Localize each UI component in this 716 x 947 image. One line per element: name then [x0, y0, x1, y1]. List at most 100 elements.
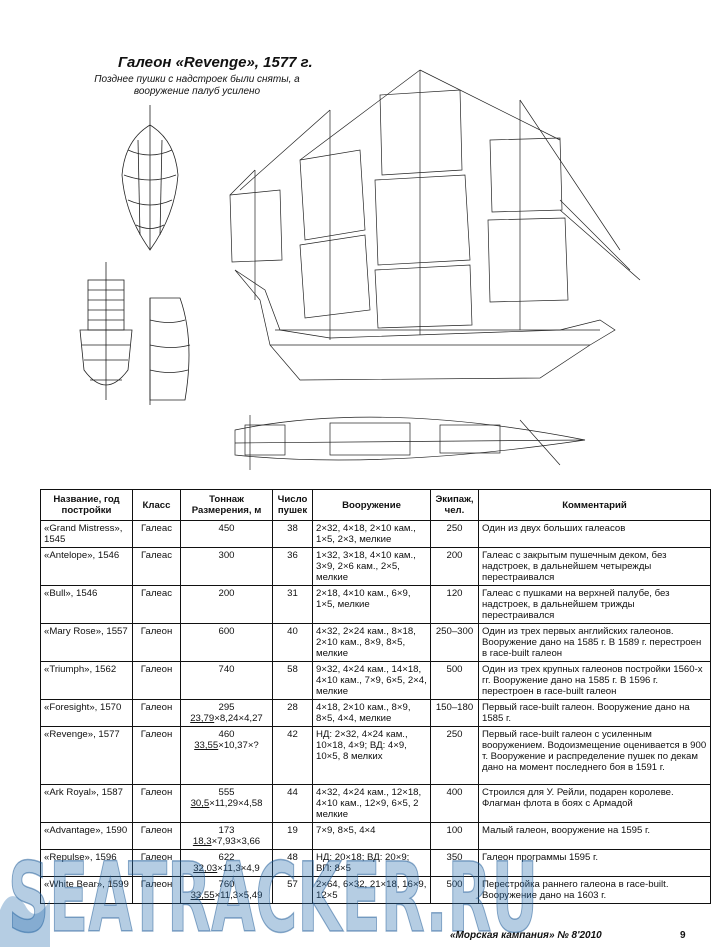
- page-title: Галеон «Revenge», 1577 г.: [118, 54, 313, 71]
- tonnage-value: 173: [218, 825, 235, 836]
- svg-text:SEATRACKER.RU: SEATRACKER.RU: [8, 855, 538, 947]
- cell-class: Галеон: [132, 699, 181, 727]
- cell-tonnage: 450: [180, 520, 273, 548]
- cell-guns: 48: [272, 849, 313, 877]
- header-comment: Комментарий: [478, 489, 711, 521]
- cell-tonnage: 300: [180, 547, 273, 586]
- cell-crew: 400: [430, 784, 479, 823]
- cell-tonnage: 200: [180, 585, 273, 624]
- cell-name: «Revenge», 1577: [40, 726, 133, 785]
- dimensions-value: 23,79×8,24×4,27: [190, 713, 263, 724]
- cell-comment: Один из трех крупных галеонов постройки …: [478, 661, 711, 700]
- cell-name: «White Bear», 1599: [40, 876, 133, 904]
- cell-comment: Первый race-built галеон с усиленным воо…: [478, 726, 711, 785]
- cell-comment: Один из двух больших галеасов: [478, 520, 711, 548]
- cell-comment: Галеас с пушками на верхней палубе, без …: [478, 585, 711, 624]
- cell-armament: 9×32, 4×24 кам., 14×18, 4×10 кам., 7×9, …: [312, 661, 431, 700]
- cell-name: «Antelope», 1546: [40, 547, 133, 586]
- dimensions-value: 33,55×11,3×5,49: [190, 890, 263, 901]
- cell-class: Галеас: [132, 547, 181, 586]
- tonnage-value: 622: [218, 852, 235, 863]
- header-crew: Экипаж, чел.: [430, 489, 479, 521]
- cell-name: «Ark Royal», 1587: [40, 784, 133, 823]
- cell-crew: 500: [430, 661, 479, 700]
- cell-class: Галеон: [132, 822, 181, 850]
- cell-comment: Первый race-built галеон. Вооружение дан…: [478, 699, 711, 727]
- watermark-logo: SEATRACKER.RU: [0, 855, 539, 947]
- cell-crew: 250–300: [430, 623, 479, 662]
- cell-crew: 200: [430, 547, 479, 586]
- ship-profile-drawing: [229, 69, 641, 381]
- cell-name: «Advantage», 1590: [40, 822, 133, 850]
- cell-tonnage: 740: [180, 661, 273, 700]
- cell-crew: 120: [430, 585, 479, 624]
- dimensions-value: 33,55×10,37×?: [194, 740, 259, 751]
- cell-crew: 250: [430, 726, 479, 785]
- header-class: Класс: [132, 489, 181, 521]
- cell-armament: 2×32, 4×18, 2×10 кам., 1×5, 2×3, мелкие: [312, 520, 431, 548]
- header-armament: Вооружение: [312, 489, 431, 521]
- cell-guns: 42: [272, 726, 313, 785]
- cell-class: Галеас: [132, 585, 181, 624]
- cell-comment: Галеас с закрытым пушечным деком, без на…: [478, 547, 711, 586]
- stern-view-drawing: [79, 262, 133, 400]
- cell-class: Галеон: [132, 784, 181, 823]
- cell-armament: 4×32, 2×24 кам., 8×18, 2×10 кам., 8×9, 8…: [312, 623, 431, 662]
- page-number: 9: [680, 930, 686, 941]
- page-subtitle: Позднее пушки с надстроек были сняты, а …: [94, 74, 300, 97]
- tonnage-value: 295: [218, 702, 235, 713]
- cell-guns: 31: [272, 585, 313, 624]
- cell-armament: 2×18, 4×10 кам., 6×9, 1×5, мелкие: [312, 585, 431, 624]
- tonnage-value: 460: [218, 729, 235, 740]
- cell-class: Галеон: [132, 726, 181, 785]
- cell-guns: 40: [272, 623, 313, 662]
- cell-armament: НД: 2×32, 4×24 кам., 10×18, 4×9; ВД: 4×9…: [312, 726, 431, 785]
- tonnage-value: 555: [218, 787, 235, 798]
- cell-guns: 28: [272, 699, 313, 727]
- cell-comment: Перестройка раннего галеона в race-built…: [478, 876, 711, 904]
- tonnage-value: 300: [218, 550, 235, 561]
- galleon-drawing: [79, 69, 641, 470]
- header-guns: Число пушек: [272, 489, 313, 521]
- cell-name: «Triumph», 1562: [40, 661, 133, 700]
- tonnage-value: 200: [218, 588, 235, 599]
- sea-icon: [0, 896, 50, 947]
- cell-armament: 7×9, 8×5, 4×4: [312, 822, 431, 850]
- cell-class: Галеас: [132, 520, 181, 548]
- cell-class: Галеон: [132, 849, 181, 877]
- cell-armament: 4×32, 4×24 кам., 12×18, 4×10 кам., 12×9,…: [312, 784, 431, 823]
- cell-comment: Строился для У. Рейли, подарен королеве.…: [478, 784, 711, 823]
- cell-comment: Малый галеон, вооружение на 1595 г.: [478, 822, 711, 850]
- cell-crew: 100: [430, 822, 479, 850]
- cell-armament: 1×32, 3×18, 4×10 кам., 3×9, 2×6 кам., 2×…: [312, 547, 431, 586]
- header-name: Название, год постройки: [40, 489, 133, 521]
- cell-armament: 4×18, 2×10 кам., 8×9, 8×5, 4×4, мелкие: [312, 699, 431, 727]
- cell-armament: НД: 20×18; ВД: 20×9; ВП: 8×5: [312, 849, 431, 877]
- bow-view-drawing: [121, 105, 179, 251]
- cell-name: «Grand Mistress», 1545: [40, 520, 133, 548]
- cell-guns: 38: [272, 520, 313, 548]
- cell-crew: 250: [430, 520, 479, 548]
- cell-crew: 500: [430, 876, 479, 904]
- dimensions-value: 30,5×11,29×4,58: [190, 798, 263, 809]
- cell-class: Галеон: [132, 876, 181, 904]
- header-tonnage: Тоннаж Размерения, м: [180, 489, 273, 521]
- cell-guns: 44: [272, 784, 313, 823]
- cell-name: «Foresight», 1570: [40, 699, 133, 727]
- hull-section-drawing: [149, 297, 191, 405]
- cell-crew: 150–180: [430, 699, 479, 727]
